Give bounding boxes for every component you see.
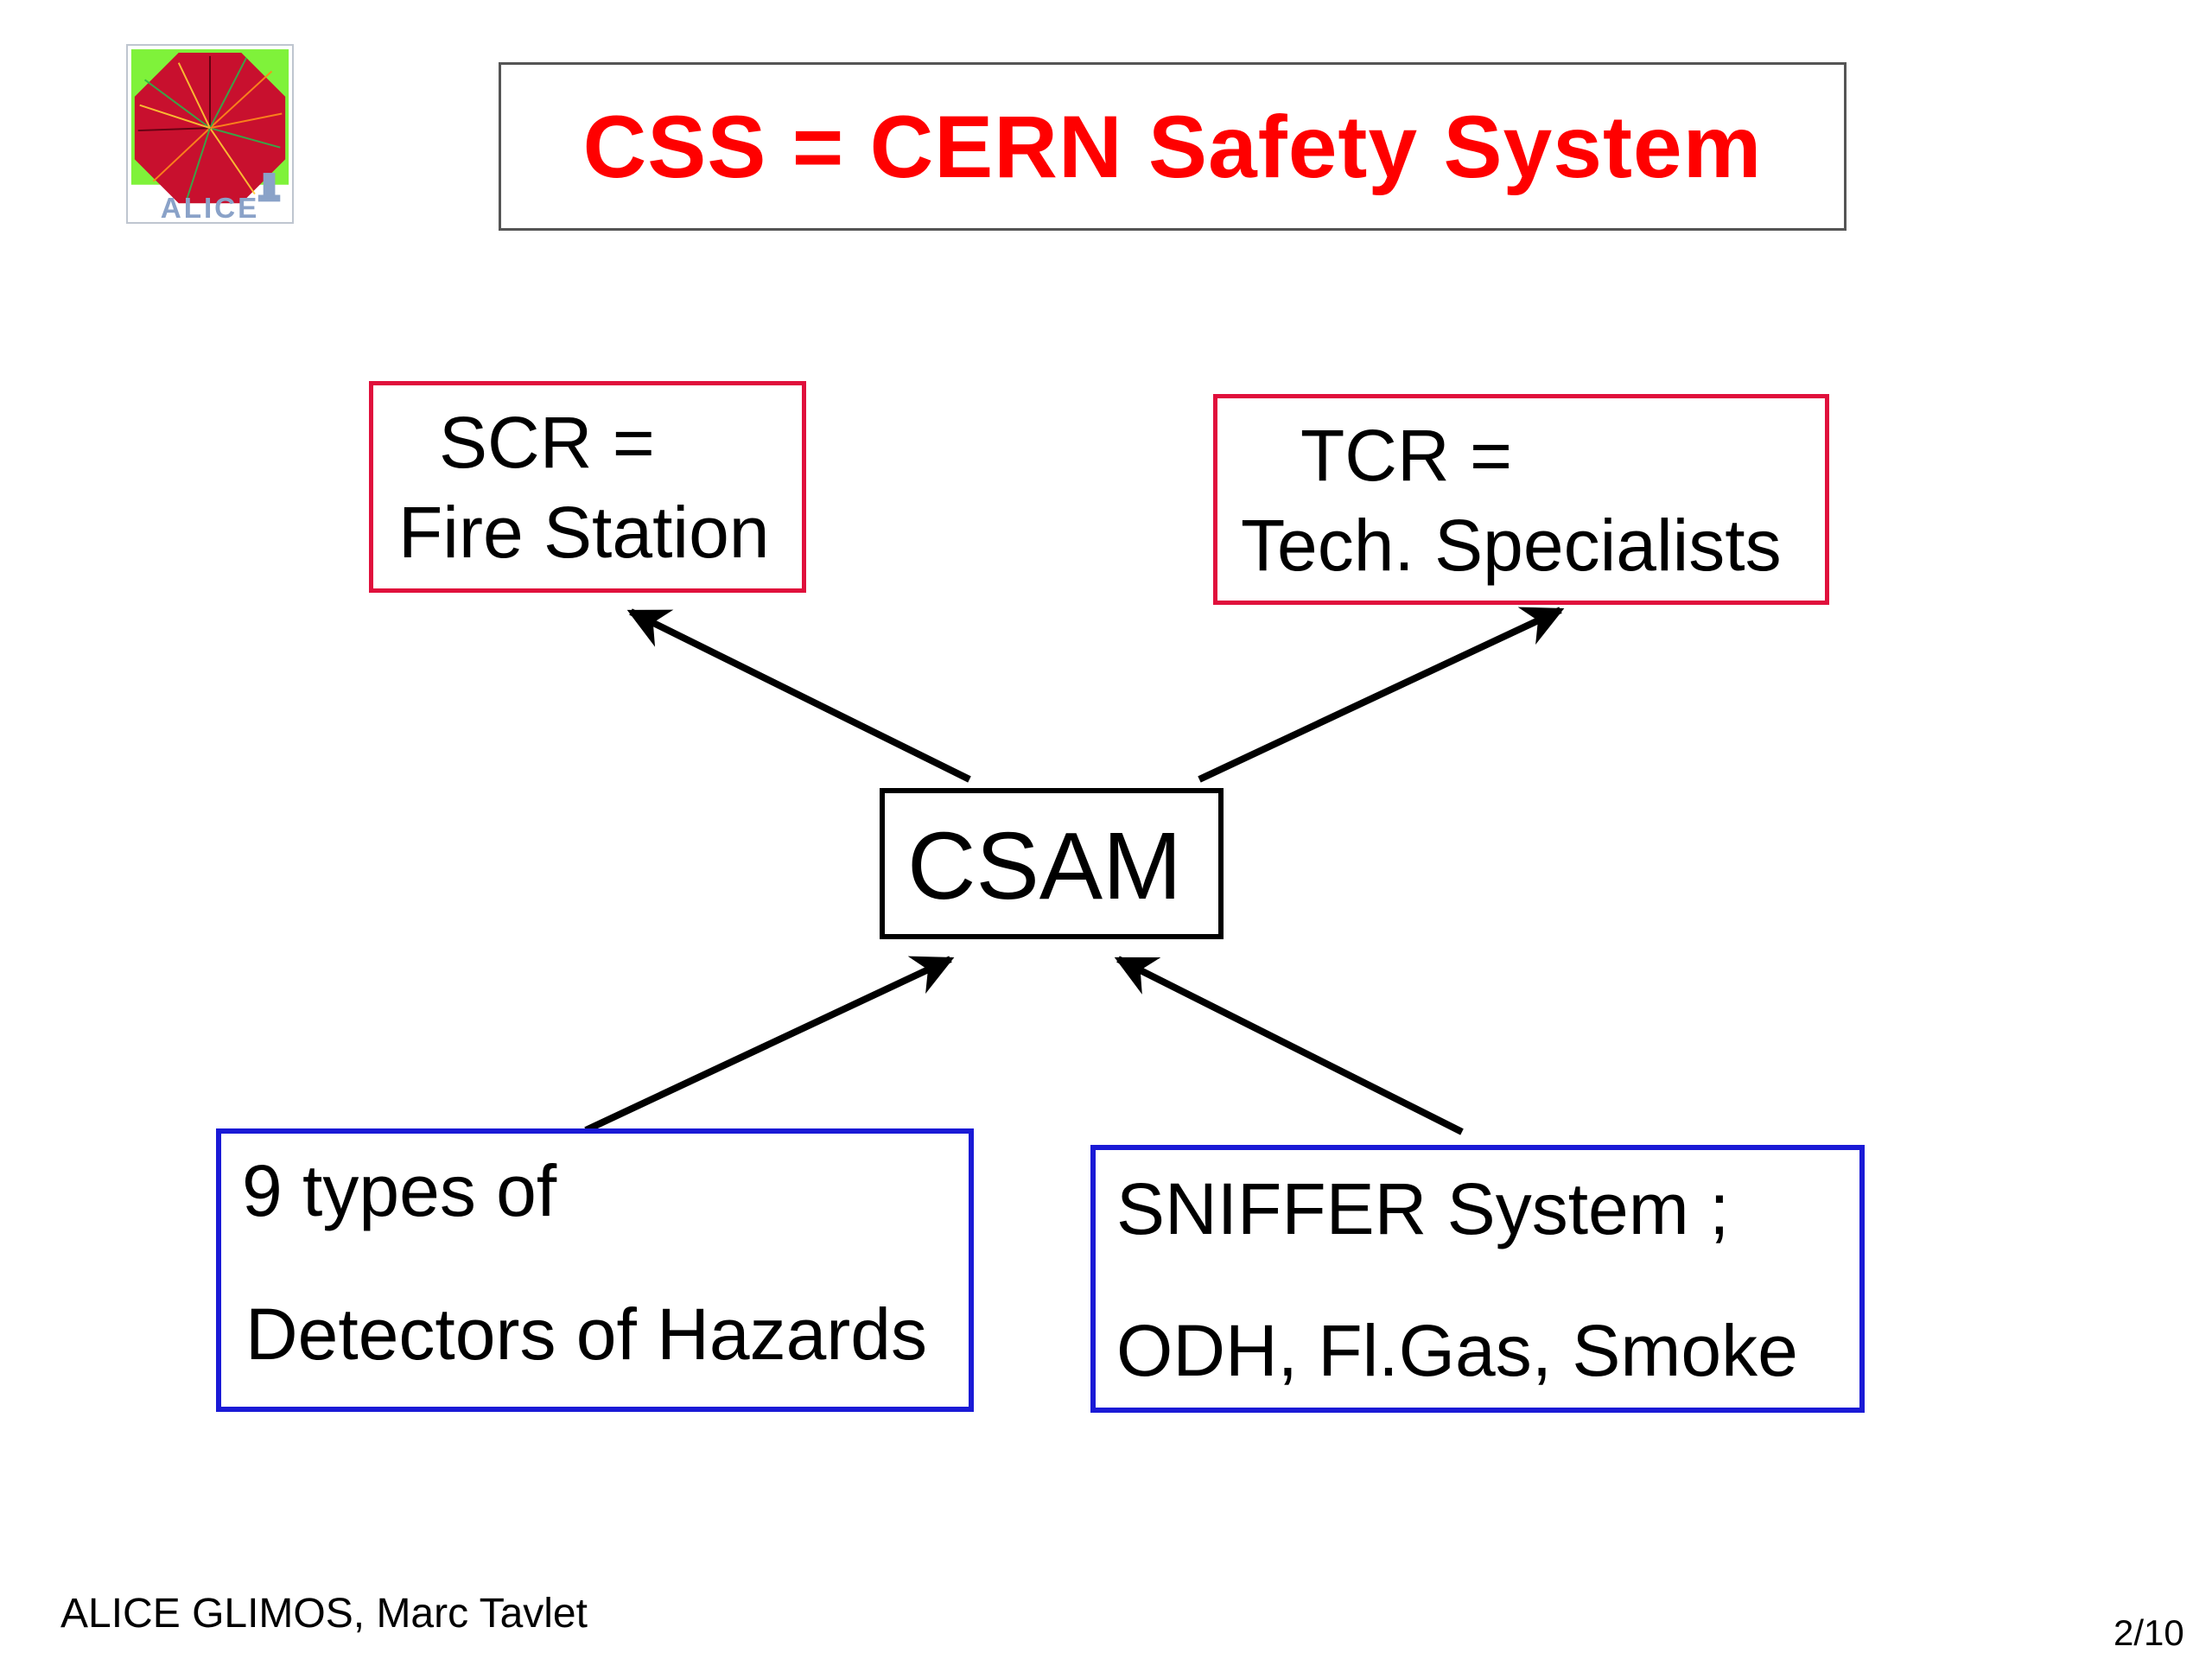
tcr-label: TCR = — [1300, 415, 1513, 496]
arrow-csam-to-tcr — [1198, 607, 1565, 783]
footer-author: ALICE GLIMOS, Marc Tavlet — [60, 1591, 588, 1637]
scr-box: SCR = Fire Station — [369, 381, 806, 593]
title-box: CSS = CERN Safety System — [499, 62, 1847, 231]
page-number: 2/10 — [2113, 1612, 2184, 1653]
tcr-description: Tech. Specialists — [1241, 505, 1782, 586]
arrow-detectors-to-csam — [584, 956, 955, 1134]
alice-logo-graphic: ALICE — [128, 46, 292, 222]
scr-description: Fire Station — [398, 492, 770, 573]
detectors-count: 9 types of — [242, 1150, 557, 1231]
arrow-sniffer-to-csam — [1114, 956, 1464, 1135]
csam-box: CSAM — [880, 788, 1224, 939]
sniffer-label: SNIFFER System ; — [1116, 1168, 1730, 1249]
arrow-csam-to-scr — [626, 608, 971, 783]
scr-label: SCR = — [439, 402, 655, 483]
sniffer-description: ODH, Fl.Gas, Smoke — [1116, 1310, 1798, 1391]
csam-label: CSAM — [907, 813, 1182, 919]
alice-logo: ALICE — [126, 44, 294, 224]
sniffer-box: SNIFFER System ; ODH, Fl.Gas, Smoke — [1090, 1145, 1865, 1413]
slide-title: CSS = CERN Safety System — [582, 97, 1763, 196]
detectors-description: Detectors of Hazards — [245, 1294, 927, 1375]
tcr-box: TCR = Tech. Specialists — [1213, 394, 1829, 605]
detectors-box: 9 types of Detectors of Hazards — [216, 1128, 974, 1412]
svg-text:ALICE: ALICE — [161, 193, 260, 222]
